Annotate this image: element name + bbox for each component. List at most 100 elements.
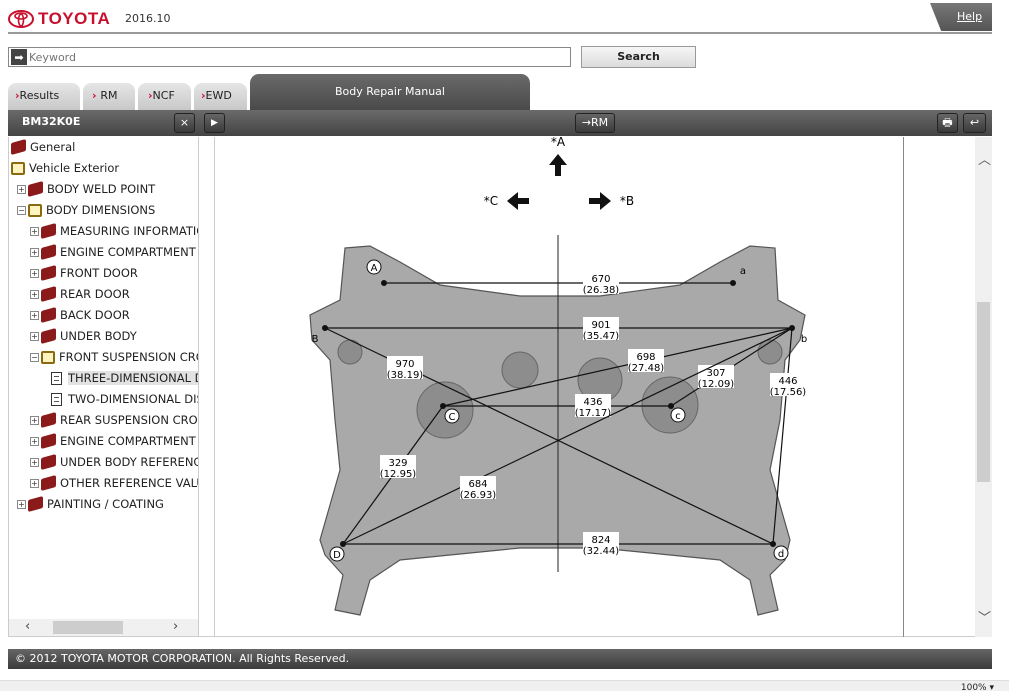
tree-item[interactable]: TWO-DIMENSIONAL DIST: [51, 389, 198, 409]
book-icon: [41, 243, 56, 261]
point-label-C: C: [449, 412, 456, 423]
keyword-input[interactable]: [29, 50, 570, 64]
tree-item[interactable]: + BACK DOOR: [30, 305, 130, 325]
expand-button[interactable]: ▶: [204, 113, 225, 133]
tree-item[interactable]: Vehicle Exterior: [11, 158, 119, 178]
arrow-up-icon: [549, 154, 567, 176]
expand-icon[interactable]: +: [30, 478, 39, 488]
zoom-level[interactable]: 100%: [960, 683, 987, 693]
status-bar: 100% ▾: [0, 680, 1009, 693]
point-label-d: d: [778, 549, 784, 560]
point-label-b: b: [801, 334, 807, 345]
search-button[interactable]: Search: [581, 46, 696, 68]
tree-item-label: ENGINE COMPARTMENT F: [60, 434, 199, 448]
tree-item[interactable]: +OTHER REFERENCE VALU: [30, 473, 198, 493]
dimension-label-bg: [460, 476, 496, 499]
open-book-icon: [11, 161, 25, 175]
tree-item[interactable]: + UNDER BODY REFERENCE: [30, 452, 199, 472]
dimension-label-bg: [698, 365, 734, 388]
brand-name: TOYOTA: [38, 9, 111, 28]
dimension-inch: (35.47): [583, 331, 620, 342]
scroll-up-icon[interactable]: ︿: [978, 153, 992, 168]
tab-rm[interactable]: › RM: [83, 83, 135, 110]
expand-icon[interactable]: +: [30, 457, 39, 467]
tree-item[interactable]: General: [11, 137, 75, 157]
tree-item[interactable]: + UNDER BODY: [30, 326, 137, 346]
arrow-right-icon[interactable]: ➡: [11, 49, 27, 65]
tab-ncf[interactable]: ›NCF: [138, 83, 191, 110]
tree-item[interactable]: −FRONT SUSPENSION CRO: [30, 347, 198, 367]
dimension-label-bg: [380, 455, 416, 478]
pane-gutter: [199, 137, 215, 637]
dimension-label-bg: [583, 317, 619, 340]
tree-item-label: UNDER BODY: [60, 329, 137, 343]
tree-item[interactable]: + ENGINE COMPARTMENT: [30, 242, 196, 262]
open-book-icon: [28, 203, 42, 217]
tree-item[interactable]: THREE-DIMENSIONAL DIS: [51, 368, 198, 388]
tree-item-label: REAR SUSPENSION CROS: [60, 413, 199, 427]
book-icon: [28, 180, 43, 198]
scroll-right-icon[interactable]: ›: [173, 619, 179, 634]
vertical-scrollbar[interactable]: ︿ ﹀: [975, 137, 992, 637]
expand-icon[interactable]: +: [30, 268, 39, 278]
tree-item[interactable]: + ENGINE COMPARTMENT F: [30, 431, 199, 451]
tree-item-label: UNDER BODY REFERENCE: [60, 455, 199, 469]
dimension-inch: (27.48): [628, 363, 665, 374]
collapse-icon[interactable]: −: [17, 205, 26, 215]
back-button[interactable]: ↩: [963, 113, 986, 133]
expand-icon[interactable]: +: [30, 226, 39, 236]
tab-label: RM: [100, 89, 118, 102]
dimension-label-bg: [583, 532, 619, 555]
tree-item-label: ENGINE COMPARTMENT: [60, 245, 196, 259]
expand-icon[interactable]: +: [30, 289, 39, 299]
book-icon: [28, 495, 43, 513]
scroll-thumb[interactable]: [53, 621, 123, 634]
print-button[interactable]: 🖶: [937, 113, 958, 133]
tab-ewd[interactable]: ›EWD: [194, 83, 247, 110]
horizontal-scrollbar[interactable]: ‹›: [9, 619, 198, 636]
tree-item-label: BACK DOOR: [60, 308, 130, 322]
toyota-emblem-icon: [8, 10, 34, 28]
dimension-mm: 824: [591, 535, 610, 546]
expand-icon[interactable]: +: [30, 310, 39, 320]
tree-item[interactable]: −BODY DIMENSIONS: [17, 200, 155, 220]
expand-icon[interactable]: +: [30, 331, 39, 341]
scroll-thumb[interactable]: [977, 302, 990, 482]
scroll-down-icon[interactable]: ﹀: [978, 611, 992, 626]
tree-item-label: BODY WELD POINT: [47, 182, 156, 196]
book-icon: [41, 474, 56, 492]
measure-point: [440, 403, 446, 409]
tree-item[interactable]: +REAR DOOR: [30, 284, 130, 304]
keyword-search-box: ➡: [8, 47, 571, 67]
tree-item-label: THREE-DIMENSIONAL DIS: [68, 371, 198, 385]
collapse-icon[interactable]: −: [30, 352, 39, 362]
tree-item[interactable]: +FRONT DOOR: [30, 263, 138, 283]
document-id: BM32K0E: [22, 115, 81, 128]
measure-point: [340, 541, 346, 547]
dimension-inch: (17.17): [575, 408, 612, 419]
expand-icon[interactable]: +: [17, 499, 26, 509]
tree-item[interactable]: + BODY WELD POINT: [17, 179, 155, 199]
go-to-rm-button[interactable]: →RM: [575, 113, 615, 133]
dimension-inch: (12.09): [698, 379, 735, 390]
dimension-mm: 329: [388, 458, 407, 469]
scroll-left-icon[interactable]: ‹: [25, 619, 31, 634]
tree-item[interactable]: + REAR SUSPENSION CROS: [30, 410, 199, 430]
book-icon: [41, 327, 56, 345]
expand-icon[interactable]: +: [30, 415, 39, 425]
version-label: 2016.10: [125, 12, 171, 25]
document-icon: [51, 371, 62, 385]
close-tree-button[interactable]: ×: [174, 113, 195, 133]
tab-body-repair-manual[interactable]: Body Repair Manual: [250, 74, 530, 110]
expand-icon[interactable]: +: [30, 436, 39, 446]
help-link[interactable]: Help: [930, 3, 992, 31]
dimension-line: [772, 327, 793, 545]
point-marker: [670, 407, 686, 423]
expand-icon[interactable]: +: [17, 184, 26, 194]
expand-icon[interactable]: +: [30, 247, 39, 257]
tree-item[interactable]: + PAINTING / COATING: [17, 494, 164, 514]
tab-results[interactable]: ›Results: [8, 83, 80, 110]
tree-item[interactable]: +MEASURING INFORMATIC: [30, 221, 198, 241]
measure-point: [789, 325, 795, 331]
tree-item-label: PAINTING / COATING: [47, 497, 164, 511]
